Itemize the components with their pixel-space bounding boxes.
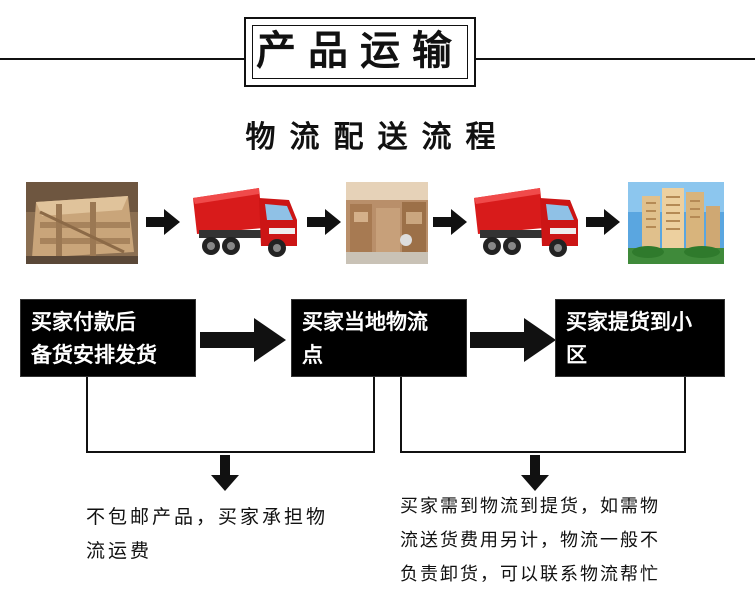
connector-line (684, 377, 686, 453)
flow-step-line: 买家付款后 (31, 310, 136, 334)
page-subtitle: 物流配送流程 (245, 120, 510, 155)
connector-line (400, 377, 402, 453)
arrow-down-icon (521, 455, 549, 491)
flow-step-line: 备货安排发货 (31, 343, 157, 367)
flow-step-line: 买家当地物流 (302, 310, 428, 334)
flow-step-box: 买家当地物流 点 (291, 299, 467, 377)
arrow-right-icon (433, 209, 467, 235)
arrow-right-icon (307, 209, 341, 235)
connector-line (86, 377, 88, 453)
page-title: 产品运输 (256, 27, 464, 74)
apartment-building-image (628, 182, 724, 264)
arrow-right-icon (200, 318, 286, 362)
flow-step-box: 买家提货到小 区 (555, 299, 725, 377)
note-line: 负责卸货，可以联系物流帮忙 (400, 564, 660, 585)
header-line-left (0, 58, 244, 60)
wooden-crate-image (26, 182, 138, 264)
flow-step-box: 买家付款后 备货安排发货 (20, 299, 196, 377)
red-truck-image (470, 182, 582, 264)
warehouse-image (346, 182, 428, 264)
connector-line (86, 451, 375, 453)
note-line: 流送货费用另计，物流一般不 (400, 530, 660, 551)
flow-step-line: 区 (566, 343, 587, 367)
title-inner-frame (252, 25, 468, 79)
connector-line (400, 451, 686, 453)
note-left: 不包邮产品，买家承担物 流运费 (86, 500, 386, 568)
connector-line (373, 377, 375, 453)
red-truck-image (189, 182, 301, 264)
note-line: 不包邮产品，买家承担物 (86, 506, 329, 528)
arrow-right-icon (586, 209, 620, 235)
flow-step-line: 点 (302, 343, 323, 367)
arrow-down-icon (211, 455, 239, 491)
note-line: 买家需到物流到提货，如需物 (400, 496, 660, 517)
note-line: 流运费 (86, 540, 153, 562)
title-frame: 产品运输 (244, 17, 476, 87)
header-line-right (476, 58, 755, 60)
arrow-right-icon (470, 318, 556, 362)
arrow-right-icon (146, 209, 180, 235)
note-right: 买家需到物流到提货，如需物 流送货费用另计，物流一般不 负责卸货，可以联系物流帮… (400, 490, 740, 592)
flow-step-line: 买家提货到小 (566, 310, 692, 334)
